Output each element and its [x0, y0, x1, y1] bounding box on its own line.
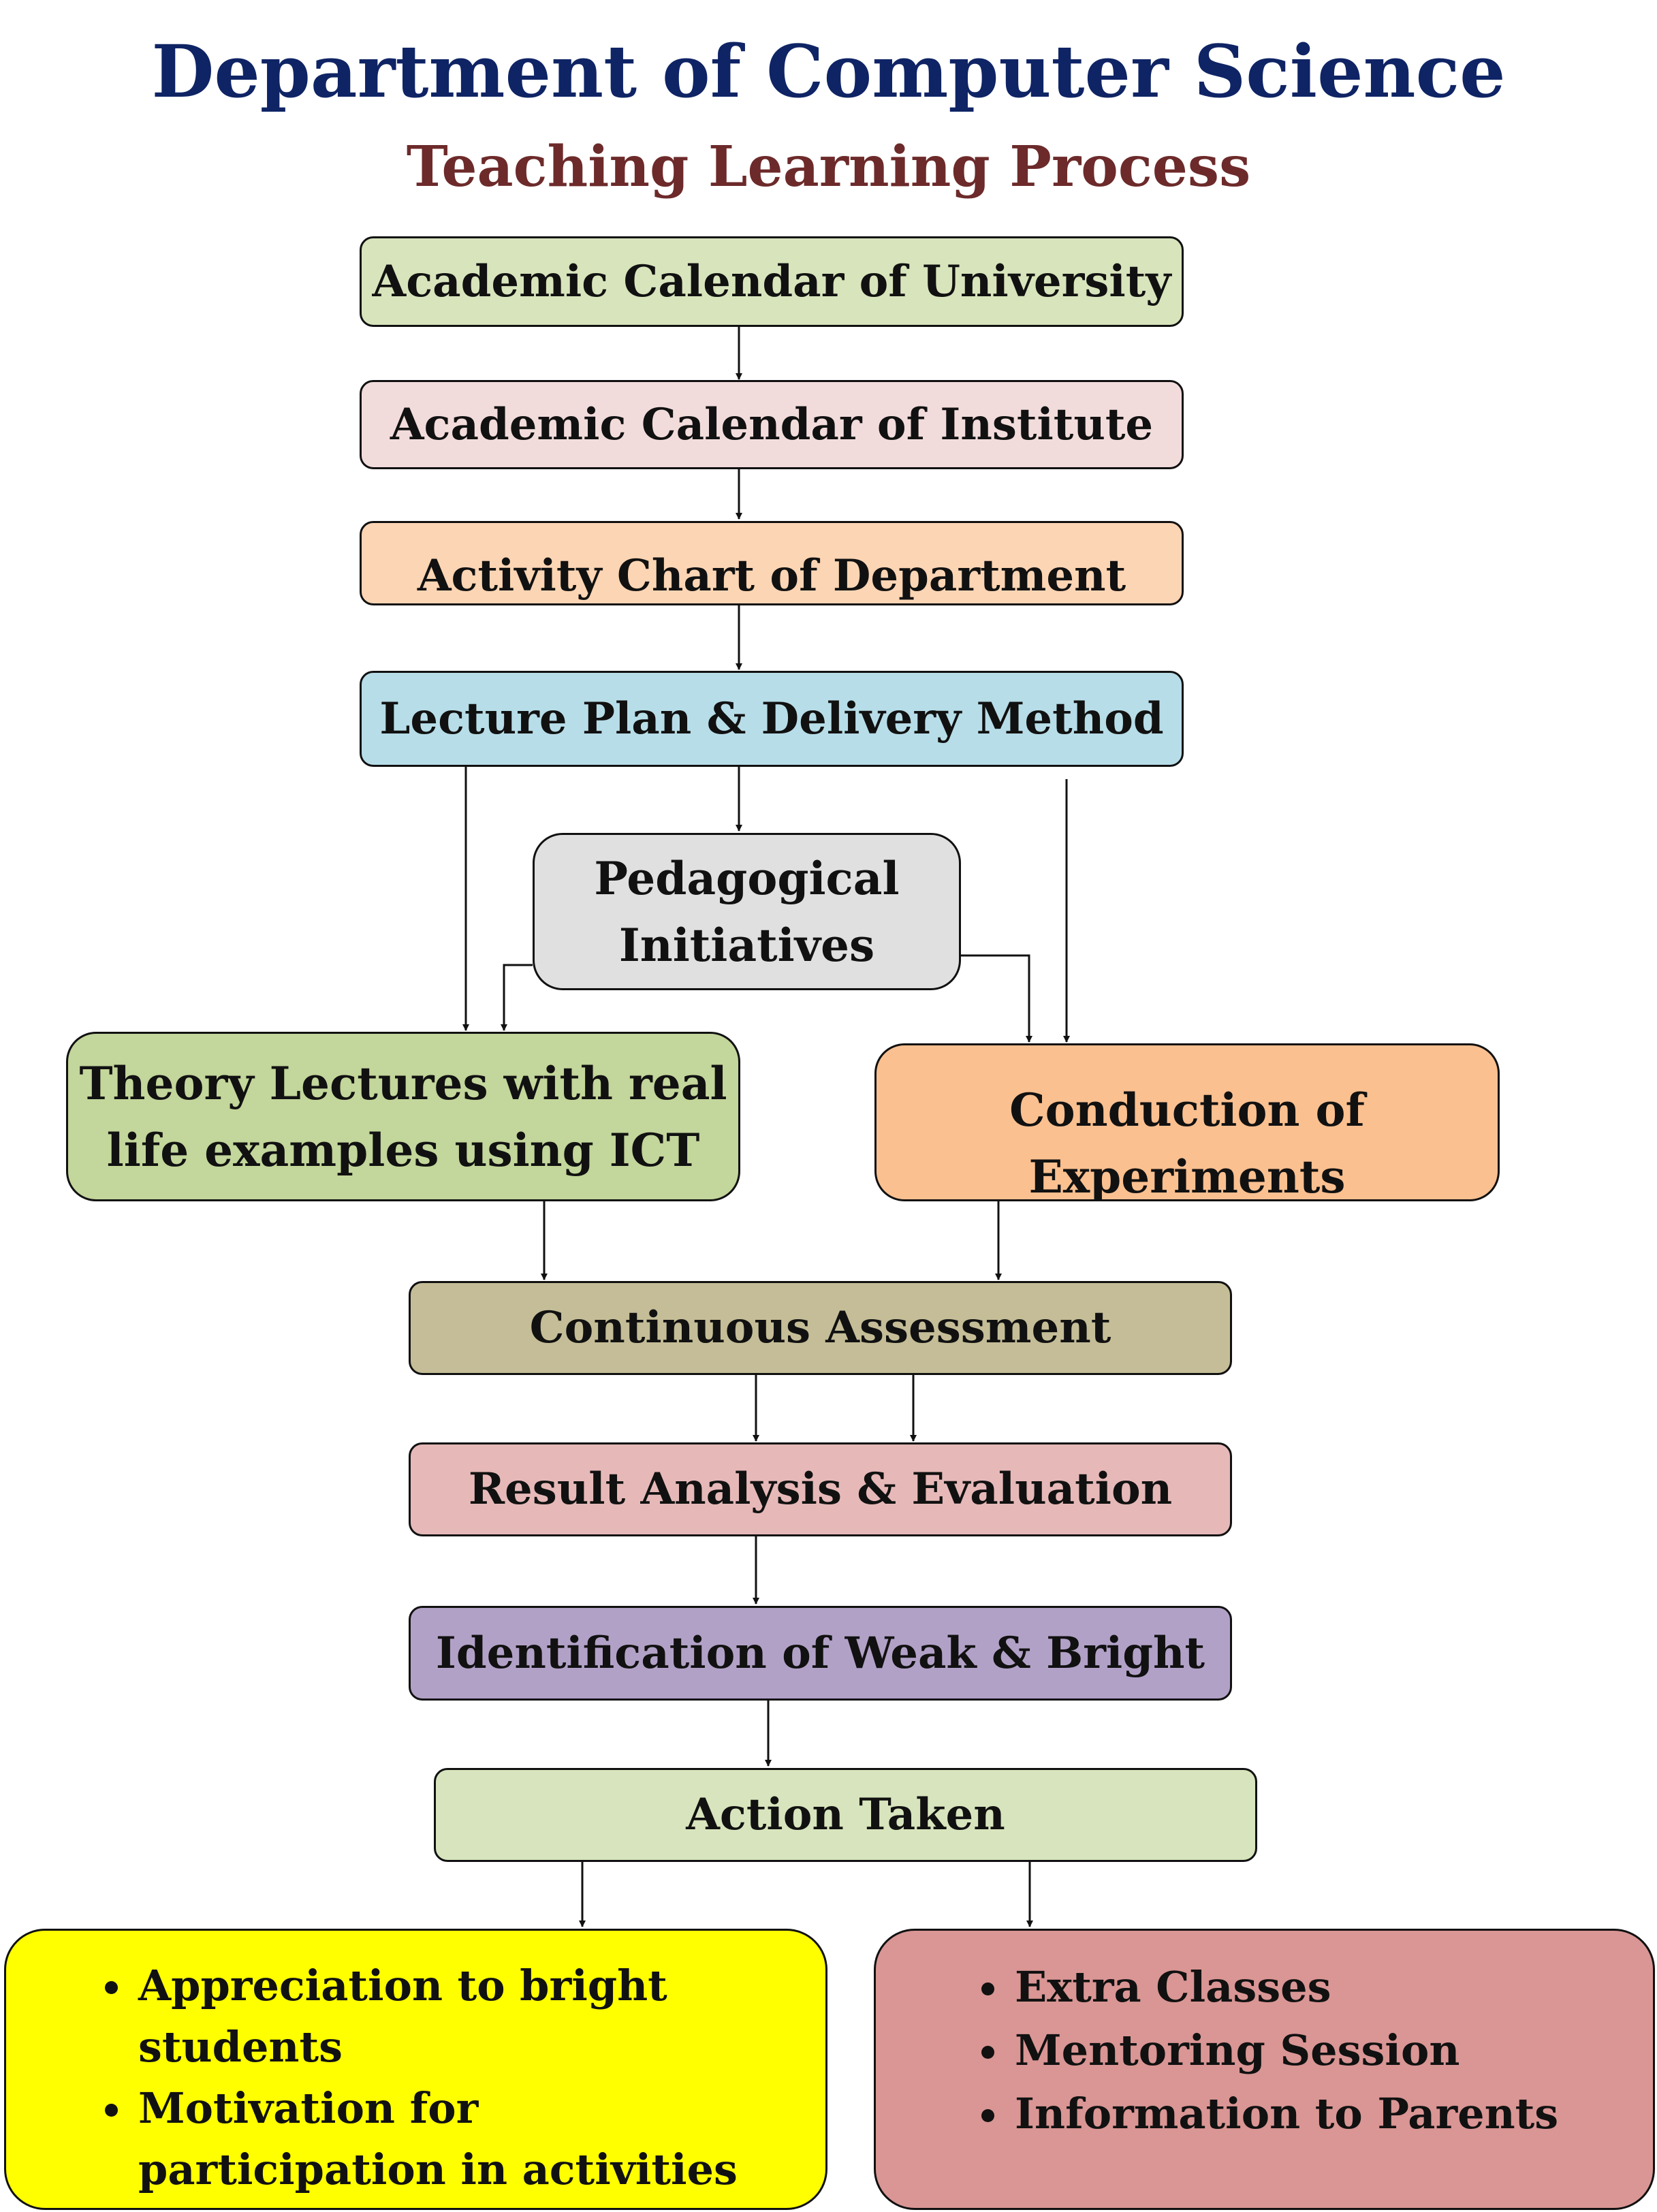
- arrow-pedagogical-to-conduction: [961, 954, 1032, 1043]
- identification-box: Identification of Weak & Bright: [409, 1606, 1232, 1701]
- identification-label: Identification of Weak & Bright: [435, 1627, 1205, 1679]
- list-item: Motivation for participation in activiti…: [136, 2078, 798, 2200]
- page-title: Department of Computer Science: [151, 29, 1506, 114]
- theory-label-line1: Theory Lectures with real: [79, 1056, 727, 1110]
- theory-lectures-box: Theory Lectures with real life examples …: [66, 1032, 740, 1201]
- academic-calendar-institute-label: Academic Calendar of Institute: [390, 398, 1154, 450]
- activity-chart-label: Activity Chart of Department: [417, 550, 1126, 601]
- academic-calendar-university-box: Academic Calendar of University: [360, 236, 1184, 327]
- lecture-plan-box: Lecture Plan & Delivery Method: [360, 671, 1184, 767]
- bright-students-actions-list: Appreciation to bright students Motivati…: [6, 1955, 825, 2200]
- page-subtitle: Teaching Learning Process: [406, 134, 1251, 200]
- academic-calendar-university-label: Academic Calendar of University: [372, 255, 1171, 307]
- pedagogical-label-line2: Initiatives: [618, 918, 875, 972]
- pedagogical-initiatives-box: Pedagogical Initiatives: [533, 833, 961, 990]
- academic-calendar-institute-box: Academic Calendar of Institute: [360, 380, 1184, 469]
- activity-chart-box: Activity Chart of Department: [360, 521, 1184, 605]
- conduction-label-line1: Conduction of: [1009, 1084, 1365, 1137]
- theory-label-line2: life examples using ICT: [106, 1123, 700, 1177]
- bright-students-actions-box: Appreciation to bright students Motivati…: [4, 1929, 827, 2210]
- result-analysis-box: Result Analysis & Evaluation: [409, 1442, 1232, 1536]
- conduction-experiments-box: Conduction of Experiments: [874, 1043, 1500, 1201]
- action-taken-box: Action Taken: [434, 1768, 1257, 1862]
- lecture-plan-label: Lecture Plan & Delivery Method: [379, 693, 1164, 744]
- conduction-label-line2: Experiments: [1028, 1150, 1346, 1201]
- weak-students-actions-box: Extra Classes Mentoring Session Informat…: [874, 1929, 1655, 2210]
- list-item: Information to Parents: [1012, 2082, 1653, 2145]
- weak-students-actions-list: Extra Classes Mentoring Session Informat…: [876, 1955, 1653, 2145]
- continuous-assessment-label: Continuous Assessment: [529, 1302, 1111, 1353]
- list-item: Mentoring Session: [1012, 2019, 1653, 2082]
- list-item: Extra Classes: [1012, 1955, 1653, 2019]
- list-item: Appreciation to bright students: [136, 1955, 798, 2078]
- result-analysis-label: Result Analysis & Evaluation: [468, 1464, 1173, 1515]
- arrow-pedagogical-to-theory: [501, 964, 533, 1031]
- action-taken-label: Action Taken: [686, 1789, 1005, 1840]
- continuous-assessment-box: Continuous Assessment: [409, 1281, 1232, 1375]
- pedagogical-label-line1: Pedagogical: [594, 851, 900, 905]
